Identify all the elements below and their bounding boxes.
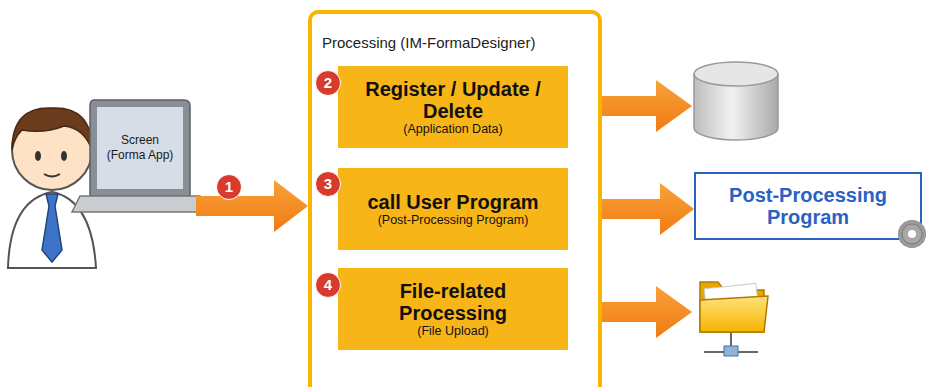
- screen-label: Screen (Forma App): [101, 133, 179, 163]
- callout-number: 4: [315, 272, 341, 298]
- callout-number: 2: [315, 70, 341, 96]
- box-subtitle: (File Upload): [417, 324, 489, 339]
- gear-tooth: [898, 226, 926, 242]
- shared-folder-icon: [700, 282, 768, 356]
- person-figure: [8, 108, 96, 268]
- process-box: File-related Processing(File Upload): [338, 268, 568, 350]
- box-title: File-related Processing: [348, 280, 558, 324]
- gear-tooth: [898, 231, 926, 237]
- gear-tooth: [900, 222, 924, 246]
- box-title: Register / Update / Delete: [348, 78, 558, 122]
- program-box: Post-Processing Program: [694, 172, 922, 240]
- callout-number: 1: [216, 174, 242, 200]
- process-box: call User Program(Post-Processing Progra…: [338, 168, 568, 250]
- container-heading: Processing (IM-FormaDesigner): [322, 34, 535, 51]
- gear-tooth: [904, 220, 920, 248]
- gear-tooth: [909, 220, 915, 248]
- processing-container: Processing (IM-FormaDesigner) Register / …: [308, 10, 602, 387]
- process-box: Register / Update / Delete(Application D…: [338, 66, 568, 148]
- laptop-icon: [72, 100, 208, 212]
- callout-number: 3: [315, 171, 341, 197]
- flow-arrow: [196, 180, 308, 232]
- database-icon: [694, 62, 778, 140]
- box-subtitle: (Post-Processing Program): [378, 213, 529, 228]
- box-subtitle: (Application Data): [403, 122, 502, 137]
- screen-node: Screen (Forma App): [97, 107, 183, 189]
- gear-body: [902, 224, 922, 244]
- gear-hole: [908, 230, 916, 238]
- program-label: Post-Processing Program: [706, 184, 910, 228]
- gear-tooth: [904, 220, 920, 248]
- gear-tooth: [898, 226, 926, 242]
- box-title: call User Program: [367, 191, 538, 213]
- gear-tooth: [900, 222, 924, 246]
